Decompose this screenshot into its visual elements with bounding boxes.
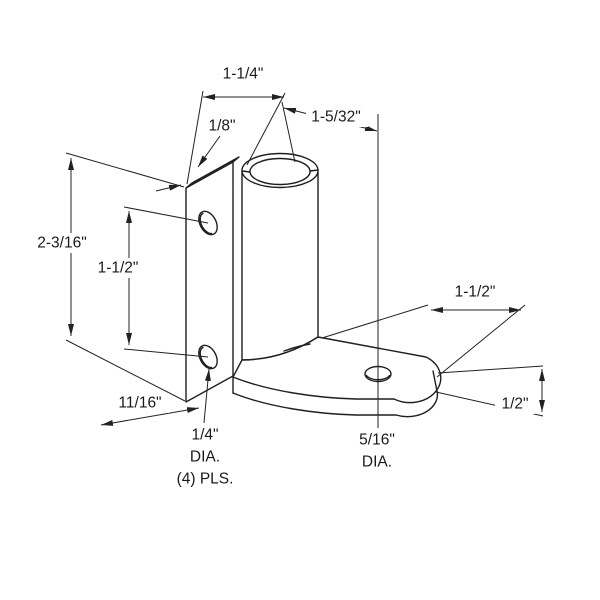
channel-inner-wall-edge [249,170,311,186]
label-foot-hole-dia-2: DIA. [362,454,392,471]
foot-bottom-edge [232,390,439,418]
channel-rim [241,152,319,173]
label-plate-hole-dia-3: (4) PLS. [177,471,234,488]
ext-line-top-width-right [246,92,286,166]
label-plate-hole-dia-1: 1/4" [191,427,218,444]
label-channel-offset: 1-5/32" [311,109,360,126]
label-foot-hole-dia-1: 5/16" [359,432,395,449]
label-hole-offset: 11/16" [118,395,161,412]
ext-line-foot-length-left [321,304,429,339]
foot-top-face [232,336,442,404]
ext-line-height-bottom [65,339,186,402]
plate-hole-lower-thickness [199,346,213,369]
label-bg [89,258,147,278]
ext-line-hole-spacing-bottom [123,348,209,358]
bracket-part [185,152,442,418]
ext-line-top-width-left [186,90,204,185]
plate-hole-upper-thickness [199,212,213,235]
label-bg [306,107,368,127]
leader-plate-thickness-b [155,184,182,192]
ext-line-foot-length-right [436,304,526,378]
leader-plate-thickness-a [197,135,221,168]
label-bg [32,233,94,253]
foot-tip-edge [432,370,438,392]
foot-surface-detail-line [283,343,311,352]
label-plate-thickness: 1/8" [208,118,235,135]
label-plate-hole-dia-2: DIA. [190,449,220,466]
label-foot-length: 1-1/2" [455,284,496,301]
channel-body [241,169,319,361]
dimension-labels: 1-1/4" 1/8" 1-5/32" 2-3/16" 1-1/2" 1-1/2… [32,66,535,488]
label-foot-thickness: 1/2" [501,396,528,413]
dimension-lines [65,90,545,428]
dim-line-hole-offset [100,407,200,426]
leader-plate-hole-dia [203,368,211,424]
ext-line-hole-spacing-top [123,206,209,224]
ext-line-height-top [65,152,185,188]
label-overall-height: 2-3/16" [37,235,86,252]
ext-line-foot-thickness-top [437,365,544,374]
label-bg [495,394,535,414]
label-bg [447,282,503,302]
label-hole-spacing: 1-1/2" [98,260,139,277]
label-top-width: 1-1/4" [223,66,264,83]
label-bg [111,393,169,413]
